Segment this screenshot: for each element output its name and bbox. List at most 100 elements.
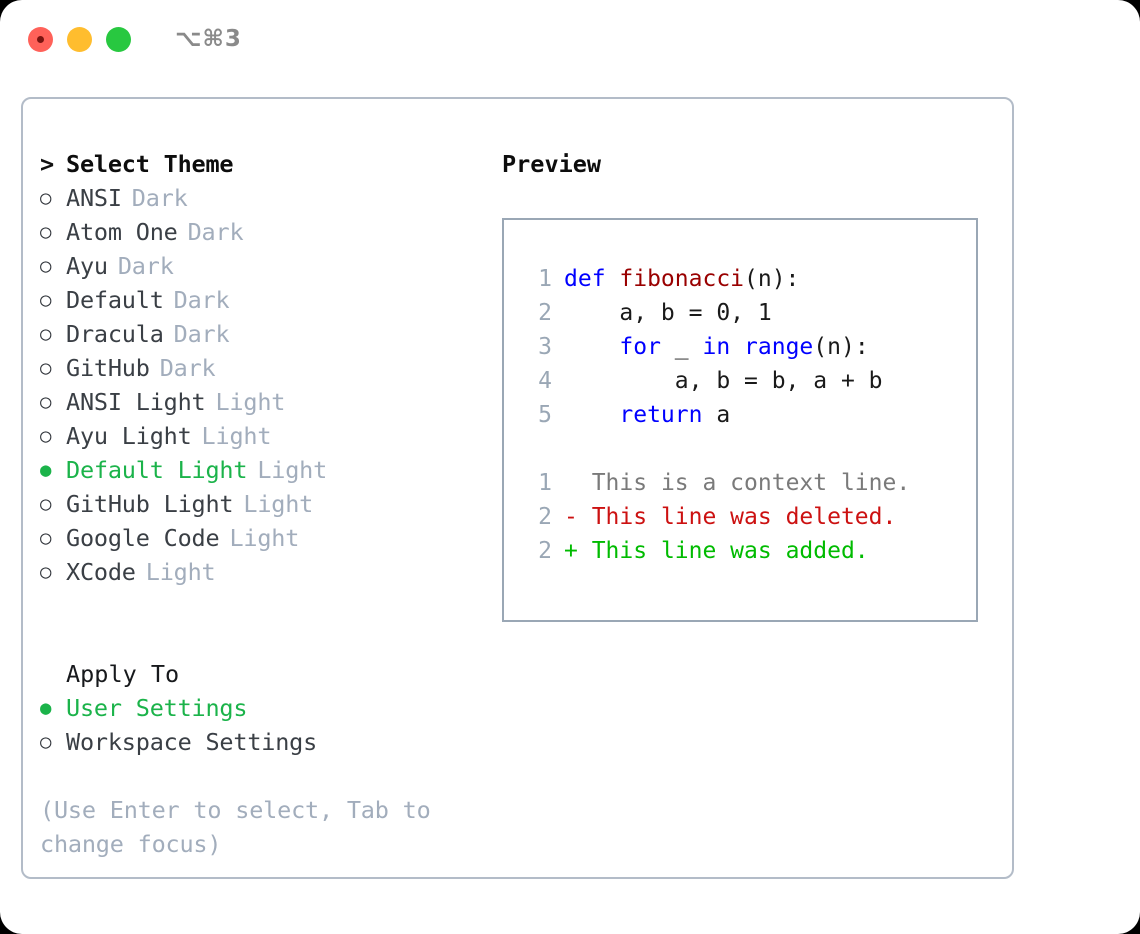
theme-list-item[interactable]: ● Default Light Light [40,453,500,487]
minimize-window-button[interactable] [67,26,92,52]
theme-name-label: ANSI Light [66,388,206,416]
code-line: 5 return a [522,398,976,432]
line-number: 2 [538,504,552,530]
title-bar: ⌥⌘3 [0,0,1140,78]
code-text: a, b = 0, 1 [564,296,772,330]
theme-list-item[interactable]: ○ Dracula Dark [40,317,500,351]
keyboard-shortcut-label: ⌥⌘3 [175,26,242,52]
theme-name-label: GitHub [66,354,150,382]
theme-variant-badge: Light [257,456,328,484]
theme-variant-badge: Dark [159,354,216,382]
code-token: a [716,402,731,428]
diff-text: This line was deleted. [591,504,897,530]
line-number: 4 [538,368,552,394]
code-token: fibonacci [619,266,745,292]
line-number: 1 [538,470,552,496]
apply-to-title: Apply To [66,660,180,688]
code-token: (n): [813,334,869,360]
select-theme-header: > Select Theme [40,147,500,181]
diff-text: This is a context line. [591,470,911,496]
code-text: for _ in range(n): [564,330,869,364]
code-line: 3 for _ in range(n): [522,330,976,364]
code-text: a, b = b, a + b [564,364,883,398]
theme-name-label: Google Code [66,524,220,552]
theme-variant-badge: Dark [173,320,230,348]
diff-marker: + [564,538,592,564]
code-token: _ [674,334,703,360]
list-spacer [40,589,500,623]
apply-to-option[interactable]: ●User Settings [40,691,500,725]
apply-to-options: ●User Settings○Workspace Settings [40,691,500,759]
radio-empty-icon: ○ [40,391,52,413]
theme-variant-badge: Light [243,490,314,518]
theme-name-label: Default Light [66,456,248,484]
diff-line: 1 This is a context line. [522,466,976,500]
theme-name-label: Default [66,286,164,314]
preview-title: Preview [502,150,602,178]
code-token: a, b = b, a + b [564,368,883,394]
code-token: range [744,334,814,360]
diff-marker [564,466,592,500]
line-number: 5 [538,402,552,428]
code-token [564,334,619,360]
theme-variant-badge: Light [145,558,216,586]
line-number: 1 [538,266,552,292]
theme-variant-badge: Light [229,524,300,552]
code-token: return [619,402,717,428]
radio-empty-icon: ○ [40,187,52,209]
radio-empty-icon: ○ [40,255,52,277]
select-theme-title: Select Theme [66,150,234,178]
theme-name-label: Dracula [66,320,164,348]
apply-to-section: Apply To ●User Settings○Workspace Settin… [40,657,500,759]
code-token: a, b = 0, 1 [564,300,772,326]
code-text: def fibonacci(n): [564,262,799,296]
theme-variant-badge: Dark [187,218,244,246]
radio-selected-icon: ● [40,459,52,481]
diff-marker: - [564,504,592,530]
radio-empty-icon: ○ [40,425,52,447]
diff-text: This line was added. [591,538,869,564]
close-window-button[interactable] [28,26,53,52]
theme-list-item[interactable]: ○ ANSI Dark [40,181,500,215]
apply-to-label: User Settings [66,694,248,722]
code-token [564,402,619,428]
radio-empty-icon: ○ [40,221,52,243]
theme-list-item[interactable]: ○ Atom One Dark [40,215,500,249]
theme-list-item[interactable]: ○ Ayu Dark [40,249,500,283]
theme-name-label: ANSI [66,184,122,212]
theme-name-label: Ayu Light [66,422,192,450]
diff-line: 2- This line was deleted. [522,500,976,534]
theme-variant-badge: Dark [117,252,174,280]
theme-name-label: Ayu [66,252,108,280]
radio-empty-icon: ○ [40,731,52,753]
theme-name-label: Atom One [66,218,178,246]
apply-to-option[interactable]: ○Workspace Settings [40,725,500,759]
code-line: 2 a, b = 0, 1 [522,296,976,330]
code-token: def [564,266,620,292]
theme-list-item[interactable]: ○ GitHub Dark [40,351,500,385]
theme-variant-badge: Light [201,422,272,450]
code-text: return a [564,398,730,432]
theme-variant-badge: Dark [131,184,188,212]
keyboard-hint-text: (Use Enter to select, Tab to change focu… [40,796,431,858]
line-number: 2 [538,538,552,564]
radio-empty-icon: ○ [40,357,52,379]
theme-list-item[interactable]: ○ Ayu Light Light [40,419,500,453]
diff-sample: 1 This is a context line.2- This line wa… [522,466,976,568]
maximize-window-button[interactable] [106,26,131,52]
radio-empty-icon: ○ [40,323,52,345]
diff-line: 2 + This line was added. [522,534,976,568]
code-diff-gap [522,432,976,466]
